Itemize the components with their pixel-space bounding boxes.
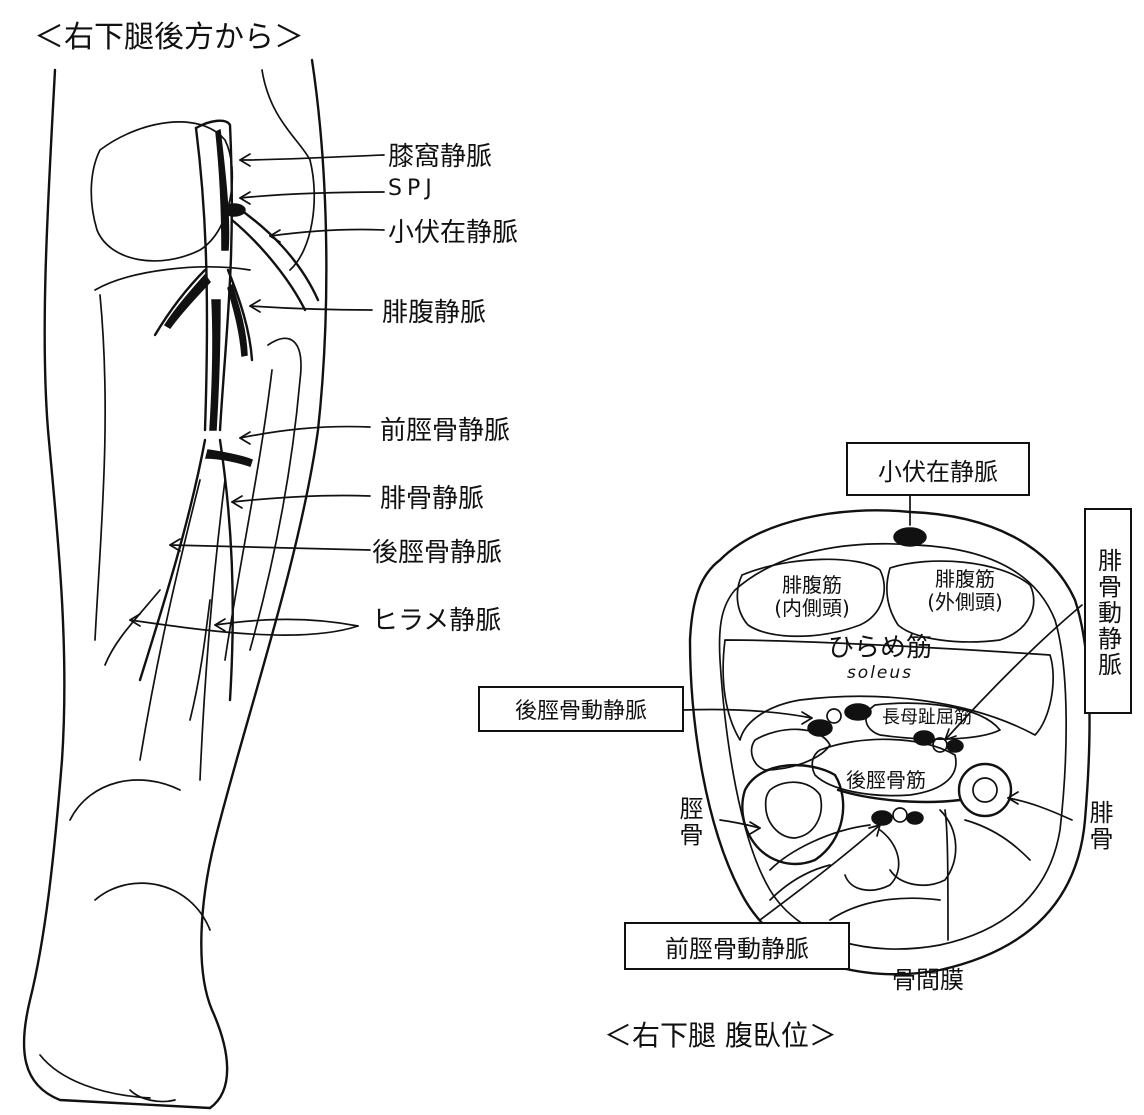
- label-tibialis-posterior: 後脛骨筋: [846, 764, 926, 793]
- label-anterior-tibial-vein: 前脛骨静脈: [380, 410, 510, 447]
- label-soleal-vein: ヒラメ静脈: [372, 600, 501, 637]
- muscle-gastrocnemius-lateral: 腓腹筋 (外側頭): [900, 568, 1030, 614]
- label-gastrocnemius-lateral: 腓腹筋: [900, 568, 1030, 591]
- box-anterior-tibial-artery-vein: 前脛骨動静脈: [624, 922, 850, 970]
- label-gastrocnemius-medial: 腓腹筋: [752, 574, 872, 597]
- cross-section-title: ＜右下腿 腹臥位＞: [604, 1014, 837, 1054]
- box-small-saphenous-vein: 小伏在静脈: [846, 442, 1030, 496]
- leg-view-title: ＜右下腿後方から＞: [34, 12, 304, 56]
- label-small-saphenous-vein: 小伏在静脈: [388, 212, 518, 249]
- label-posterior-tibial-vein: 後脛骨静脈: [372, 532, 502, 569]
- muscle-gastrocnemius-medial: 腓腹筋 (内側頭): [752, 574, 872, 620]
- label-gastrocnemius-lateral-sub: (外側頭): [900, 591, 1030, 614]
- label-anterior-tibial-artery-vein: 前脛骨動静脈: [665, 929, 809, 964]
- label-soleus: ひらめ筋: [800, 634, 960, 664]
- small-saphenous-dot: [894, 528, 926, 546]
- box-peroneal-artery-vein: 腓骨動静脈: [1084, 508, 1132, 714]
- label-posterior-tibial-artery-vein: 後脛骨動静脈: [515, 693, 647, 725]
- left-leader-lines: [130, 154, 384, 635]
- label-flexor-hallucis-longus: 長母趾屈筋: [882, 703, 972, 729]
- label-popliteal-vein: 膝窩静脈: [388, 136, 492, 173]
- label-gastrocnemius-medial-sub: (内側頭): [752, 597, 872, 620]
- label-soleus-latin: soleus: [800, 664, 960, 684]
- label-spj: SPJ: [388, 176, 437, 201]
- label-peroneal-artery-vein: 腓骨動静脈: [1091, 548, 1126, 678]
- label-peroneal-vein: 腓骨静脈: [380, 478, 484, 515]
- label-interosseous-membrane: 骨間膜: [892, 960, 964, 995]
- label-fibula: 腓骨: [1082, 800, 1117, 852]
- vein-tree: [105, 121, 318, 780]
- box-posterior-tibial-artery-vein: 後脛骨動静脈: [478, 686, 684, 732]
- label-cs-small-saphenous-vein: 小伏在静脈: [878, 452, 998, 487]
- label-tibia: 脛骨: [672, 796, 707, 848]
- muscle-soleus: ひらめ筋 soleus: [800, 634, 960, 683]
- label-gastrocnemius-vein: 腓腹静脈: [382, 292, 486, 329]
